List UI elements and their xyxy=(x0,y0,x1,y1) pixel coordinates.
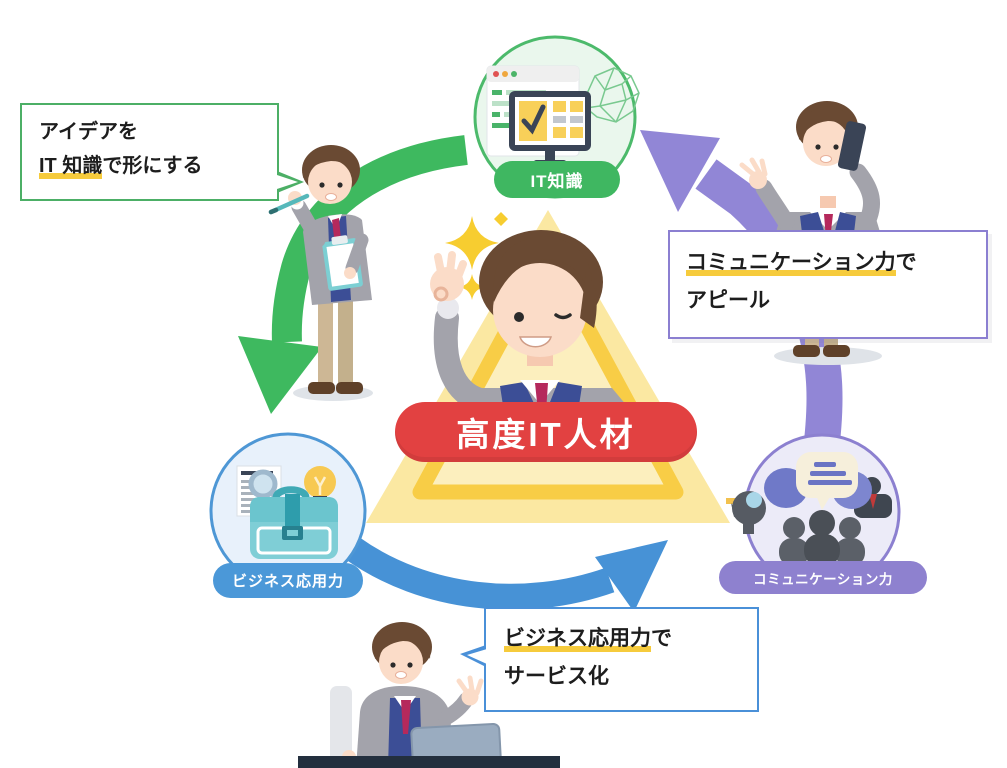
phone-icon xyxy=(837,121,867,171)
it-knowledge-icon xyxy=(486,65,640,167)
character-idea-engineer xyxy=(268,145,373,401)
business-skill-icon xyxy=(236,465,338,559)
callout-idea-line1: アイデアを xyxy=(39,121,138,143)
callout-idea: アイデアを IT 知識で形にする xyxy=(20,103,304,201)
node-label-it-knowledge: IT知識 xyxy=(494,161,620,198)
sparkles-icon xyxy=(445,212,508,300)
character-service-developer xyxy=(298,622,560,768)
communication-icon xyxy=(726,452,892,566)
callout-service: ビジネス応用力で サービス化 xyxy=(460,607,759,712)
callout-service-line2: サービス化 xyxy=(504,665,609,688)
callout-appeal: コミュニケーション力で アピール xyxy=(668,230,988,339)
node-label-communication: コミュニケーション力 xyxy=(719,561,927,594)
brain-wireframe-icon xyxy=(584,67,640,123)
node-circle-communication xyxy=(726,433,901,591)
callout-appeal-line2: アピール xyxy=(686,289,770,312)
character-center-ok xyxy=(430,230,632,412)
node-label-business: ビジネス応用力 xyxy=(213,563,363,598)
callout-idea-line2: IT 知識で形にする xyxy=(39,155,203,179)
center-badge: 高度IT人材 xyxy=(395,402,697,462)
node-circle-business xyxy=(209,432,367,590)
callout-appeal-line1: コミュニケーション力で xyxy=(686,251,917,276)
arrow-business-to-communication xyxy=(344,537,668,612)
node-circle-it-knowledge xyxy=(473,35,640,199)
callout-service-line1: ビジネス応用力で xyxy=(504,627,672,652)
